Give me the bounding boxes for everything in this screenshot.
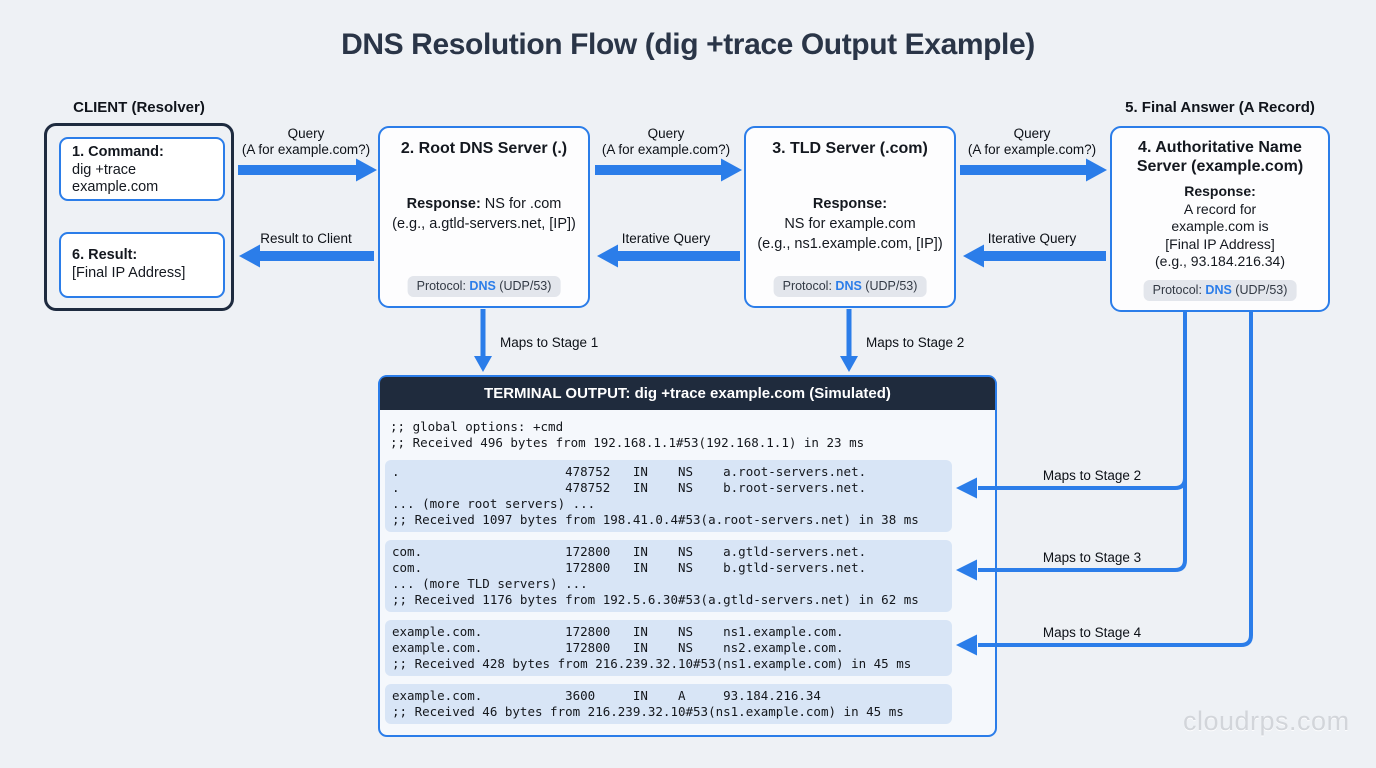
terminal-block-authoritative: example.com. 172800 IN NS ns1.example.co… [385, 620, 952, 676]
maps-to-stage-1-arrow [474, 309, 492, 372]
query-label-3: Query (A for example.com?) [957, 126, 1107, 158]
result-to-client-arrow [239, 244, 374, 268]
terminal-body: ;; global options: +cmd ;; Received 496 … [380, 410, 995, 724]
protocol-suffix: (UDP/53) [1231, 283, 1288, 297]
root-protocol-badge: Protocol: DNS (UDP/53) [407, 276, 561, 297]
maps-to-stage-1-label: Maps to Stage 1 [500, 335, 599, 350]
auth-protocol-badge: Protocol: DNS (UDP/53) [1143, 280, 1297, 301]
result-heading: 6. Result: [72, 247, 138, 263]
auth-title: 4. Authoritative Name Server (example.co… [1136, 139, 1304, 175]
auth-response: Response: A record for example.com is [F… [1112, 183, 1328, 271]
terminal-block-answer: example.com. 3600 IN A 93.184.216.34 ;; … [385, 684, 952, 724]
query-label-line2: (A for example.com?) [241, 142, 371, 157]
protocol-name: DNS [1205, 283, 1232, 297]
result-box: 6. Result: [Final IP Address] [59, 232, 225, 298]
iterative-query-label-1: Iterative Query [621, 231, 711, 246]
query-label-line1: Query [287, 126, 325, 141]
iterative-query-arrow-root [597, 244, 740, 268]
protocol-name: DNS [835, 279, 862, 293]
maps-to-stage-3-label: Maps to Stage 3 [1042, 550, 1142, 565]
result-text: [Final IP Address] [72, 264, 186, 281]
authoritative-server-box: 4. Authoritative Name Server (example.co… [1110, 126, 1330, 312]
result-to-client-label: Result to Client [260, 231, 352, 246]
maps-to-stage-2-right-label: Maps to Stage 2 [1042, 468, 1142, 483]
iterative-query-arrow-tld [963, 244, 1106, 268]
query-label-1: Query (A for example.com?) [231, 126, 381, 158]
query-label-line2: (A for example.com?) [601, 142, 731, 157]
tld-title: 3. TLD Server (.com) [772, 140, 928, 157]
terminal-block-root: . 478752 IN NS a.root-servers.net. . 478… [385, 460, 952, 532]
query-label-line1: Query [1013, 126, 1051, 141]
command-heading: 1. Command: [72, 144, 164, 160]
tld-response-lines: NS for example.com (e.g., ns1.example.co… [757, 216, 943, 252]
terminal-output-panel: TERMINAL OUTPUT: dig +trace example.com … [378, 375, 997, 737]
query-arrow-client-to-root [238, 158, 377, 182]
protocol-suffix: (UDP/53) [861, 279, 918, 293]
query-arrow-tld-to-auth [960, 158, 1107, 182]
query-label-2: Query (A for example.com?) [591, 126, 741, 158]
root-response-label: Response: [406, 196, 481, 212]
maps-to-stage-2-top-label: Maps to Stage 2 [866, 335, 965, 350]
tld-response: Response: NS for example.com (e.g., ns1.… [746, 194, 954, 254]
protocol-prefix: Protocol: [416, 279, 470, 293]
query-label-line2: (A for example.com?) [967, 142, 1097, 157]
root-response-note: (e.g., a.gtld-servers.net, [IP]) [392, 216, 576, 232]
query-label-line1: Query [647, 126, 685, 141]
query-arrow-root-to-tld [595, 158, 742, 182]
root-dns-server-box: 2. Root DNS Server (.) Response: NS for … [378, 126, 590, 308]
final-answer-label: 5. Final Answer (A Record) [1125, 99, 1315, 116]
protocol-prefix: Protocol: [782, 279, 836, 293]
iterative-query-label-2: Iterative Query [987, 231, 1077, 246]
command-box: 1. Command: dig +trace example.com [59, 137, 225, 201]
root-dns-response: Response: NS for .com (e.g., a.gtld-serv… [380, 194, 588, 234]
watermark: cloudrps.com [1183, 706, 1350, 736]
tld-protocol-badge: Protocol: DNS (UDP/53) [773, 276, 927, 297]
tld-response-label: Response: [812, 196, 888, 212]
auth-response-lines: A record for example.com is [Final IP Ad… [1155, 200, 1285, 270]
terminal-intro-lines: ;; global options: +cmd ;; Received 496 … [390, 419, 865, 450]
client-label: CLIENT (Resolver) [73, 99, 205, 116]
protocol-name: DNS [469, 279, 496, 293]
root-dns-title: 2. Root DNS Server (.) [400, 140, 568, 157]
terminal-block-tld: com. 172800 IN NS a.gtld-servers.net. co… [385, 540, 952, 612]
protocol-prefix: Protocol: [1152, 283, 1206, 297]
protocol-suffix: (UDP/53) [495, 279, 552, 293]
tld-server-box: 3. TLD Server (.com) Response: NS for ex… [744, 126, 956, 308]
client-box: 1. Command: dig +trace example.com 6. Re… [44, 123, 234, 311]
auth-response-label: Response: [1184, 183, 1256, 199]
page-title: DNS Resolution Flow (dig +trace Output E… [341, 28, 1035, 61]
terminal-header: TERMINAL OUTPUT: dig +trace example.com … [380, 377, 995, 410]
maps-to-stage-2-top-arrow [840, 309, 858, 372]
maps-to-stage-4-label: Maps to Stage 4 [1042, 625, 1142, 640]
root-response-inline: NS for .com [480, 196, 562, 212]
command-text: dig +trace example.com [72, 161, 159, 196]
